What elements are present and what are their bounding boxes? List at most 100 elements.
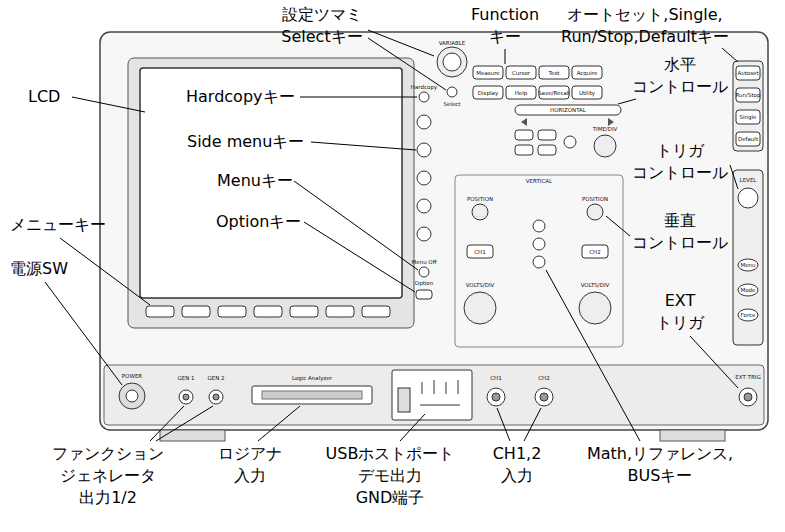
leader-lines — [72, 97, 145, 112]
side-menu-keys — [416, 92, 432, 299]
front-connectors — [535, 388, 553, 406]
horizontal-control — [515, 105, 621, 115]
front-connectors — [398, 388, 410, 412]
callout-label: オートセット,Single, Run/Stop,Defaultキー — [535, 4, 755, 48]
front-connectors — [252, 386, 372, 404]
callout-label: Hardcopyキー — [186, 86, 295, 108]
callout-label: ファンクション ジェネレータ 出力1/2 — [0, 443, 218, 509]
leader-lines — [368, 38, 446, 90]
callout-label: 垂直 コントロール — [570, 210, 785, 254]
menu-keys — [254, 306, 282, 317]
leader-lines — [722, 48, 738, 62]
panel-label: EXT TRIG — [735, 374, 760, 380]
autoset-keys — [736, 66, 760, 80]
panel-label: CH2 — [589, 249, 600, 255]
leader-lines — [60, 238, 150, 305]
leader-lines — [618, 99, 636, 104]
front-connectors — [420, 380, 460, 405]
horizontal-control — [521, 118, 614, 126]
callout-label: Optionキー — [216, 211, 301, 233]
panel-label: Force — [741, 312, 756, 318]
lcd-screen — [128, 58, 414, 328]
leader-lines — [311, 142, 416, 150]
leader-lines — [606, 216, 630, 236]
autoset-keys — [733, 61, 763, 151]
panel-label: Mode — [741, 287, 756, 293]
leader-lines — [524, 408, 541, 441]
front-connectors — [119, 383, 145, 409]
panel-label: Measure — [476, 70, 499, 76]
vertical-control — [579, 292, 611, 324]
panel-label: CH1 — [490, 375, 501, 381]
front-connectors — [126, 390, 138, 402]
callout-label: Menuキー — [217, 170, 293, 192]
autoset-keys — [736, 110, 760, 124]
horizontal-control — [538, 130, 556, 140]
oscilloscope-body — [104, 365, 764, 425]
leader-lines — [294, 181, 418, 270]
panel-label: CH1 — [474, 249, 485, 255]
trigger-control — [738, 284, 758, 296]
panel-label: Menu Off — [412, 259, 437, 265]
panel-label: Display — [478, 90, 498, 96]
panel-label: Help — [515, 90, 528, 96]
variable-knob — [443, 53, 461, 71]
panel-label: Autoset — [737, 70, 758, 76]
function-keys — [506, 86, 536, 99]
panel-label: TIME/DIV — [593, 126, 618, 132]
leader-lines — [730, 165, 738, 189]
vertical-control — [467, 245, 493, 258]
variable-knob — [437, 47, 467, 77]
panel-label: VERTICAL — [526, 178, 552, 184]
panel-label: Option — [415, 280, 433, 286]
panel-label: Select — [444, 101, 461, 107]
horizontal-control — [594, 135, 616, 157]
horizontal-control — [564, 136, 576, 148]
vertical-control — [533, 256, 545, 268]
callout-label: 設定ツマミ Selectキー — [212, 4, 432, 48]
function-keys — [473, 86, 503, 99]
side-menu-keys — [417, 171, 431, 185]
variable-knob — [447, 87, 457, 97]
leader-lines — [690, 336, 738, 388]
autoset-keys — [733, 61, 763, 151]
panel-label: Acquire — [577, 70, 598, 76]
leader-lines — [300, 97, 417, 98]
panel-label: POWER — [122, 373, 142, 379]
callout-label: 電源SW — [10, 258, 68, 280]
trigger-control — [738, 259, 758, 271]
front-connectors — [119, 370, 757, 420]
front-connectors — [487, 388, 505, 406]
callout-label: Math,リファレンス, BUSキー — [550, 443, 770, 487]
panel-label: Single — [740, 114, 757, 120]
panel-label: VOLTS/DIV — [581, 282, 610, 288]
menu-keys — [218, 306, 246, 317]
vertical-control — [587, 204, 603, 220]
side-menu-keys — [417, 199, 431, 213]
panel-label: Cursor — [512, 70, 530, 76]
menu-keys — [146, 306, 174, 317]
horizontal-control — [515, 105, 621, 157]
vertical-control — [533, 238, 545, 250]
callout-label: USBホストポート デモ出力 GND端子 — [280, 443, 500, 509]
leader-lines — [150, 406, 184, 441]
leader-lines — [505, 49, 506, 64]
menu-keys — [182, 306, 210, 317]
panel-label: HORIZONTAL — [550, 107, 586, 113]
panel-label: POSITION — [467, 196, 493, 202]
panel-label: Menu — [740, 262, 755, 268]
trigger-control — [738, 188, 758, 208]
autoset-keys — [736, 88, 760, 102]
menu-keys — [290, 306, 318, 317]
function-keys — [473, 66, 503, 79]
front-connectors — [492, 393, 500, 401]
panel-label: Utility — [579, 90, 595, 96]
leader-lines — [258, 406, 300, 441]
panel-label: Logic Analyzer — [292, 375, 332, 381]
side-menu-keys — [419, 92, 429, 102]
panel-label: GEN 2 — [207, 375, 224, 381]
side-menu-keys — [419, 267, 429, 277]
oscilloscope-body — [160, 430, 225, 441]
front-connectors — [213, 394, 219, 400]
